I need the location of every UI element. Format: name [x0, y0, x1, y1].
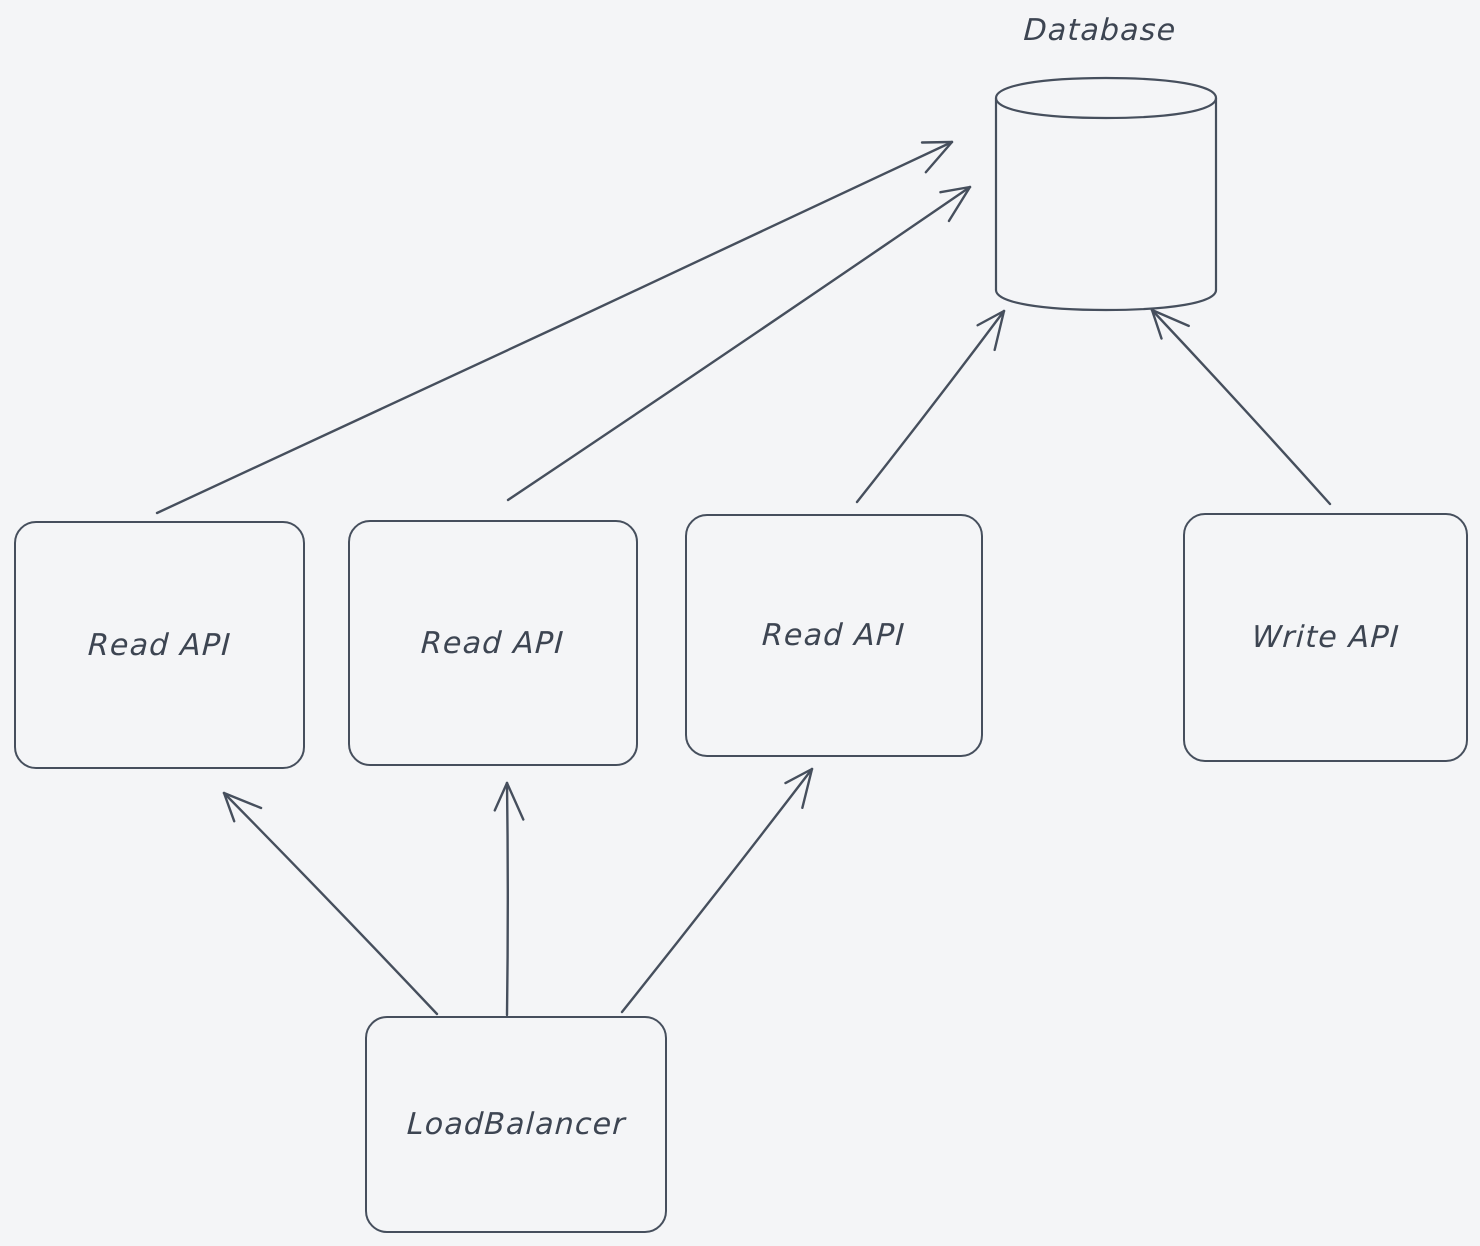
node-read-api-2[interactable]: Read API — [348, 520, 638, 766]
node-read-api-3[interactable]: Read API — [685, 514, 983, 757]
node-label: Read API — [761, 618, 907, 653]
node-label: Read API — [420, 625, 566, 661]
edge-read1-db — [155, 140, 954, 515]
node-load-balancer[interactable]: LoadBalancer — [365, 1016, 667, 1233]
node-label: LoadBalancer — [405, 1107, 627, 1142]
edge-read2-db — [506, 185, 972, 502]
edge-lb-read1 — [222, 791, 439, 1016]
node-read-api-1[interactable]: Read API — [14, 521, 305, 769]
database-title-label: Database — [1022, 13, 1178, 48]
edge-lb-read3 — [620, 767, 814, 1014]
edge-lb-read2 — [493, 781, 525, 1017]
database-cylinder-icon[interactable] — [988, 72, 1224, 318]
node-label: Read API — [86, 627, 233, 663]
node-write-api[interactable]: Write API — [1183, 513, 1468, 762]
edge-write-db — [1150, 308, 1332, 506]
edge-read3-db — [855, 309, 1006, 504]
node-label: Write API — [1250, 620, 1401, 655]
